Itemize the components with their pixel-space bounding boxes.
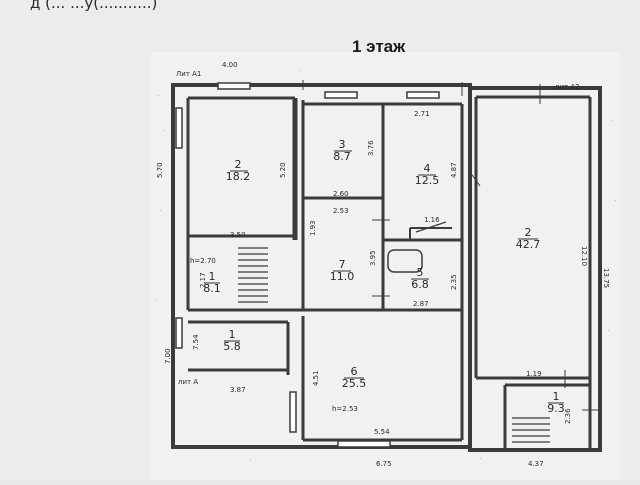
dim-451: 4.51 — [312, 370, 320, 386]
dim-116: 1.16 — [424, 216, 440, 224]
dim-520: 5.20 — [279, 162, 287, 178]
room-2b-number: 2 — [525, 226, 532, 239]
bathtub-icon — [387, 249, 423, 273]
dim-top-400: 4.00 — [222, 61, 238, 69]
room-4-number: 4 — [424, 162, 431, 175]
room-2a-number: 2 — [235, 158, 242, 171]
room-1a-area: 8.1 — [203, 282, 221, 295]
dim-570: 5.70 — [156, 162, 164, 178]
room-3-number: 3 — [339, 138, 346, 151]
dimension-ticks — [302, 80, 600, 411]
room-1c-number: 1 — [553, 390, 560, 403]
dim-554: 5.54 — [374, 428, 390, 436]
room-5-area: 6.8 — [411, 278, 429, 291]
stairs — [238, 221, 550, 443]
dim-350: 3.50 — [230, 231, 246, 239]
dim-675: 6.75 — [376, 460, 392, 468]
page-title: 1 этаж — [352, 37, 406, 56]
dim-1375: 13.75 — [602, 268, 610, 288]
room-2b-area: 42.7 — [516, 238, 541, 251]
dim-376: 3.76 — [367, 140, 375, 156]
top-caption: д (... ...у(...........) — [30, 0, 157, 12]
dim-217: 2.17 — [199, 272, 207, 288]
dim-1210: 12.10 — [580, 246, 588, 266]
dim-253a: 2.53 — [333, 207, 349, 215]
room-4-area: 12.5 — [415, 174, 440, 187]
room-5-number: 5 — [417, 266, 424, 279]
dim-271: 2.71 — [414, 110, 430, 118]
dim-236: 2.36 — [564, 408, 572, 424]
room-7-area: 11.0 — [330, 270, 355, 283]
dim-395: 3.95 — [369, 250, 377, 266]
outer-wall-right-block — [468, 86, 602, 452]
room-6-area: 25.5 — [342, 377, 367, 390]
dim-270h: h=2.70 — [190, 257, 216, 265]
dim-754: 7.54 — [192, 334, 200, 350]
dim-387: 3.87 — [230, 386, 246, 394]
dim-253h: h=2.53 — [332, 405, 358, 413]
dim-437: 4.37 — [528, 460, 544, 468]
room-1b-number: 1 — [229, 328, 236, 341]
walls — [171, 83, 602, 452]
room-6-number: 6 — [351, 365, 358, 378]
dim-287: 2.87 — [413, 300, 429, 308]
room-3-area: 8.7 — [333, 150, 351, 163]
windows — [175, 82, 440, 448]
room-1a-number: 1 — [209, 270, 216, 283]
label-lit-a1: Лит А1 — [176, 70, 201, 78]
paper-grain — [156, 70, 616, 461]
room-7-number: 7 — [339, 258, 346, 271]
dim-700: 7.00 — [164, 348, 172, 364]
room-1b-area: 5.8 — [223, 340, 241, 353]
label-lit-a: лит А — [178, 378, 198, 386]
dim-260: 2.60 — [333, 190, 349, 198]
dim-193: 1.93 — [309, 220, 317, 236]
room-1c-area: 9.3 — [547, 402, 565, 415]
dim-119: 1.19 — [526, 370, 542, 378]
room-2a-area: 18.2 — [226, 170, 251, 183]
dim-487: 4.87 — [450, 162, 458, 178]
label-lit-a2: лит А2 — [555, 83, 580, 91]
dim-235: 2.35 — [450, 274, 458, 290]
